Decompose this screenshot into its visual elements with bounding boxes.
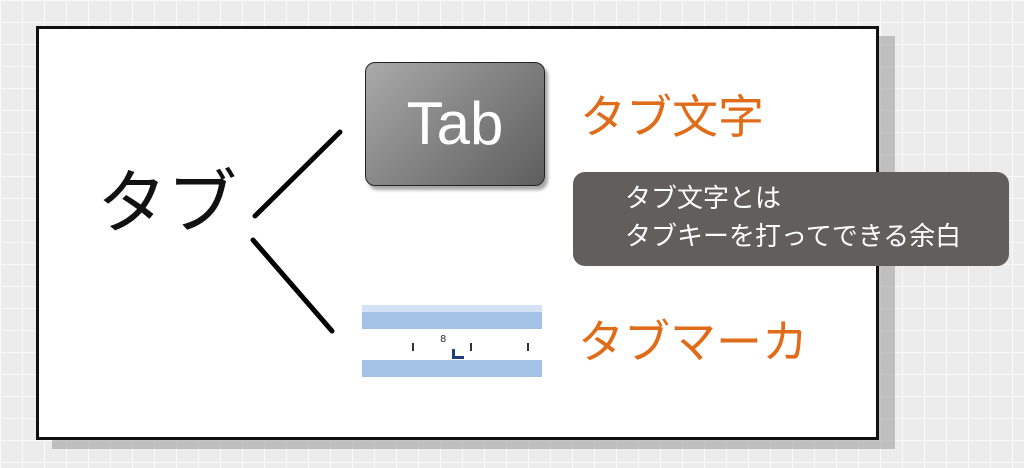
tab-marker-label: タブマーカ (578, 315, 808, 369)
callout-line-2: タブキーを打ってできる余白 (625, 222, 962, 252)
tab-character-label: タブ文字 (580, 90, 764, 144)
branch-line-upper (252, 129, 343, 219)
ruler-tick (527, 343, 529, 351)
root-label: タブ (97, 162, 237, 244)
ruler-tick (412, 343, 414, 351)
tab-key-label: Tab (406, 90, 504, 157)
ruler-with-tab-stop-icon: 8 (362, 305, 542, 377)
ruler-band-top (362, 312, 542, 329)
callout-line-1: タブ文字とは (625, 184, 782, 214)
ruler-number: 8 (440, 334, 447, 345)
left-tab-stop-icon (452, 349, 464, 359)
branch-line-lower (250, 237, 335, 334)
tab-key-icon: Tab (365, 62, 545, 186)
definition-callout: タブ文字とは タブキーを打ってできる余白 (573, 172, 1009, 266)
ruler-band-bottom (362, 360, 542, 377)
ruler-tick (470, 343, 472, 351)
ruler-band-top-light (362, 305, 542, 312)
